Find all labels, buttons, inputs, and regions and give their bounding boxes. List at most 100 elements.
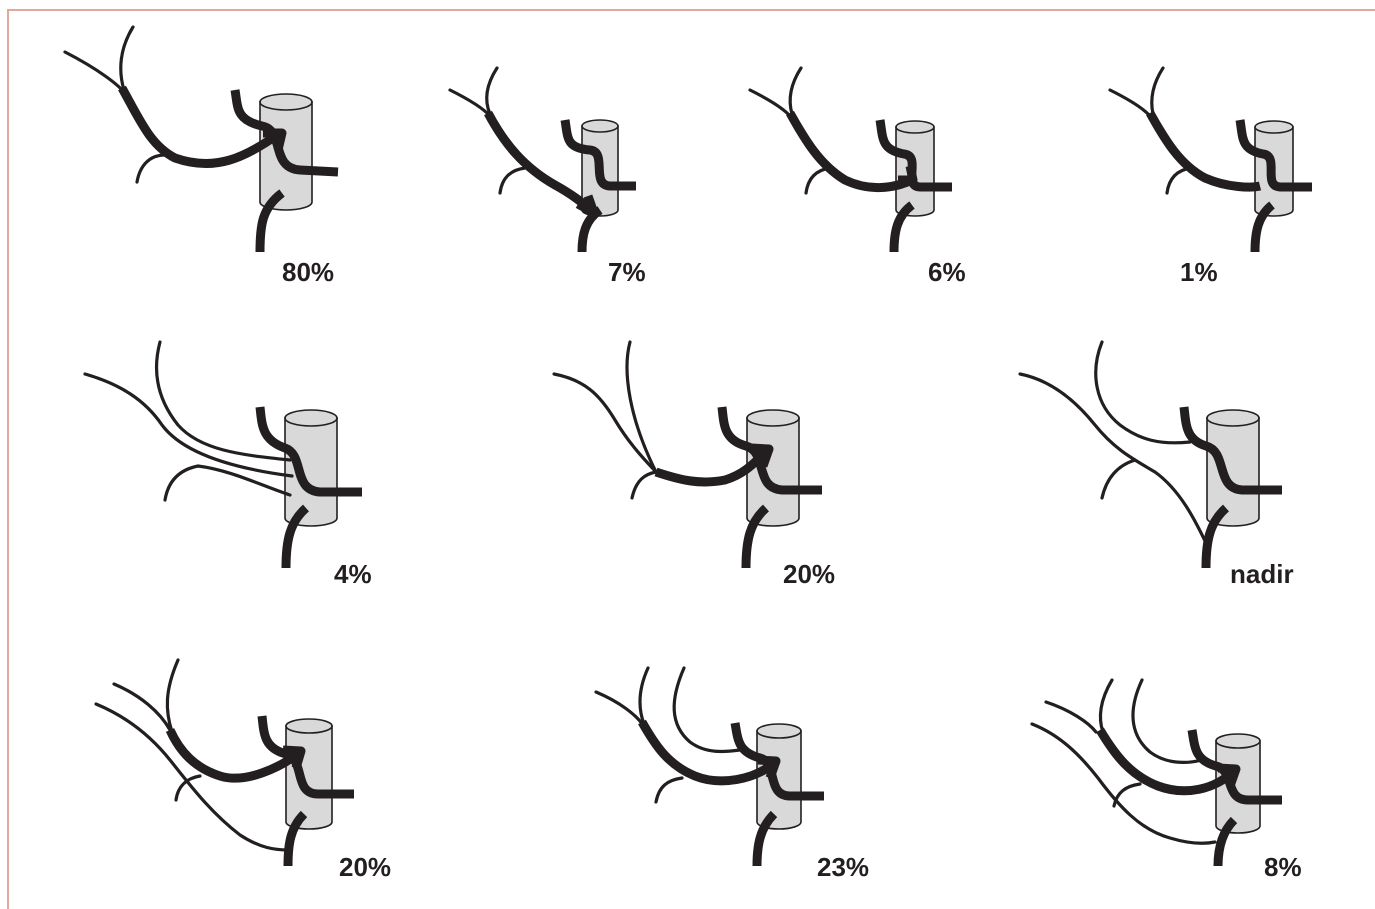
thin-vessel: [552, 372, 658, 474]
cylinder-top: [895, 120, 935, 134]
lower-trunk: [255, 189, 285, 253]
thin-vessel: [1098, 678, 1114, 734]
upper-branch: [1235, 119, 1312, 192]
lower-trunk: [1250, 201, 1276, 253]
thin-vessel: [448, 88, 492, 118]
thin-vessel: [1030, 722, 1217, 845]
panel-10: 8%: [1030, 678, 1302, 882]
panel-5: 4%: [83, 340, 372, 589]
lower-trunk: [752, 810, 778, 867]
lower-trunk: [281, 504, 310, 569]
thin-vessel: [1044, 700, 1098, 734]
thin-vessel: [654, 776, 684, 804]
thin-vessel: [119, 25, 135, 92]
panel-1: 80%: [63, 25, 339, 287]
cylinder-top: [746, 409, 800, 427]
panel-2: 7%: [448, 66, 646, 287]
cylinder-top: [259, 93, 313, 111]
upper-branch: [560, 119, 636, 191]
main-vessel: [484, 110, 598, 217]
lower-trunk: [1201, 504, 1230, 569]
main-vessel: [638, 719, 779, 786]
thin-vessel: [165, 658, 180, 734]
panel-7: nadir: [1018, 340, 1294, 589]
panel-3: 6%: [748, 66, 966, 287]
thin-vessel: [154, 340, 292, 462]
panel-label: 80%: [282, 257, 334, 287]
upper-branch: [1187, 729, 1282, 805]
thin-vessel: [804, 166, 832, 195]
upper-branch: [257, 715, 354, 799]
cylinder: [1206, 417, 1260, 527]
thin-vessel: [748, 88, 792, 118]
main-vessel: [118, 85, 283, 169]
cylinder: [284, 417, 338, 527]
thin-vessel: [1165, 166, 1193, 195]
cylinder: [1215, 740, 1261, 834]
thin-vessel: [83, 372, 294, 478]
thin-vessel: [1108, 88, 1152, 118]
cylinder: [746, 417, 800, 527]
cylinder-top: [285, 718, 333, 734]
thin-vessel: [498, 166, 527, 195]
thin-vessel: [630, 470, 658, 500]
thin-vessel: [1100, 458, 1137, 500]
thin-vessel: [1112, 782, 1142, 808]
cylinder-top: [1215, 733, 1261, 749]
thin-vessel: [112, 682, 172, 732]
thin-vessel: [1150, 66, 1165, 116]
thin-vessel: [594, 690, 645, 727]
cylinder: [259, 101, 313, 211]
frame-top-border: [8, 9, 1375, 11]
panel-label: nadir: [1230, 559, 1294, 589]
cylinder-top: [756, 723, 802, 739]
thin-vessel: [94, 702, 290, 852]
panel-label: 4%: [334, 559, 372, 589]
cylinder: [285, 725, 333, 830]
panel-label: 23%: [817, 852, 869, 882]
lower-trunk: [577, 206, 603, 253]
thin-vessel: [1094, 340, 1192, 445]
upper-branch: [255, 406, 362, 497]
main-vessel: [1096, 727, 1239, 796]
panel-label: 6%: [928, 257, 966, 287]
panel-9: 23%: [594, 666, 869, 882]
thin-vessel: [485, 66, 499, 116]
main-vessel: [1146, 110, 1262, 192]
thin-vessel: [672, 666, 742, 754]
lower-trunk: [1213, 816, 1238, 867]
panel-4: 1%: [1108, 66, 1312, 287]
panel-8: 20%: [94, 658, 391, 882]
upper-branch: [1179, 406, 1282, 495]
upper-branch: [730, 722, 824, 801]
panel-label: 20%: [783, 559, 835, 589]
thin-vessel: [63, 50, 126, 94]
upper-branch: [717, 406, 822, 495]
cylinder-top: [581, 119, 619, 133]
thin-vessel: [163, 464, 292, 502]
main-vessel: [786, 110, 914, 193]
thin-vessel: [788, 66, 803, 116]
lower-trunk: [741, 504, 770, 569]
thin-vessel: [625, 340, 658, 474]
main-vessel: [165, 728, 303, 783]
thin-vessel: [638, 666, 650, 726]
cylinder-top: [1254, 120, 1294, 134]
lower-trunk: [889, 201, 915, 253]
panel-label: 20%: [339, 852, 391, 882]
panel-6: 20%: [552, 340, 835, 589]
frame-left-border: [7, 9, 9, 909]
cylinder-top: [1206, 409, 1260, 427]
upper-branch: [230, 89, 339, 177]
panel-label: 8%: [1264, 852, 1302, 882]
thin-vessel: [135, 153, 167, 184]
upper-branch: [875, 119, 952, 192]
thin-vessel: [174, 774, 202, 802]
panel-label: 7%: [608, 257, 646, 287]
cylinder-top: [284, 409, 338, 427]
lower-trunk: [283, 810, 308, 867]
thin-vessel: [1018, 372, 1208, 545]
cylinder: [756, 730, 802, 830]
